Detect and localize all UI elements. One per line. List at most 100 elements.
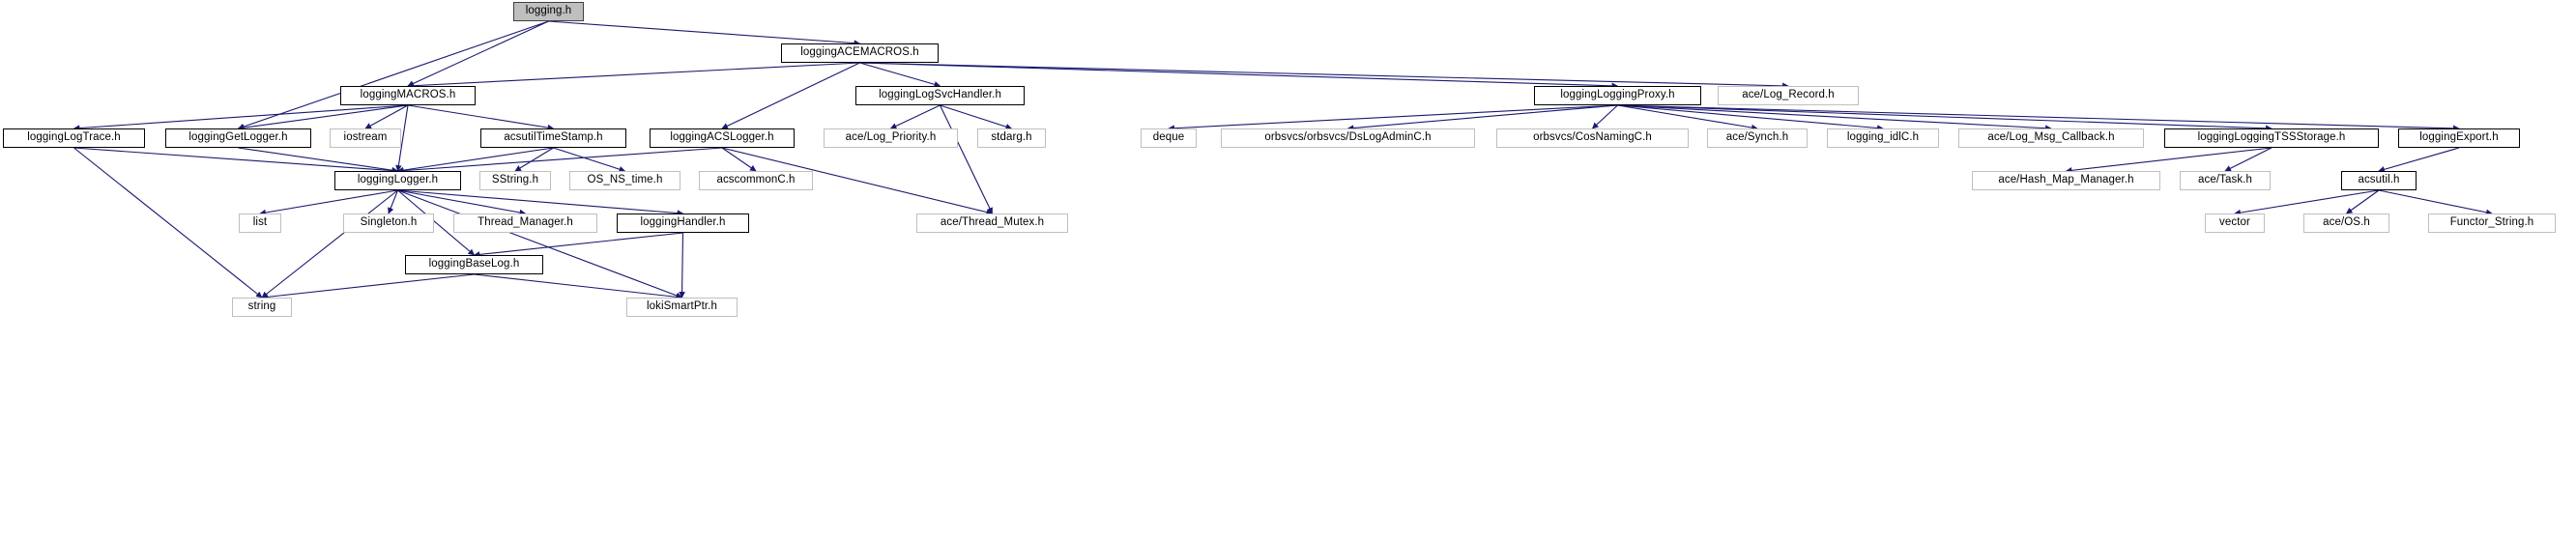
graph-node-cosnaming[interactable]: orbsvcs/CosNamingC.h [1496,128,1689,148]
graph-node-lokismartptr[interactable]: lokiSmartPtr.h [626,298,738,317]
graph-edge-loggingproxy-to-loggingexport [1617,104,2460,132]
graph-node-label: ace/Thread_Mutex.h [940,216,1045,229]
graph-node-label: loggingLogger.h [357,174,439,186]
graph-node-label: stdarg.h [991,131,1032,144]
graph-node-label: loggingExport.h [2419,131,2499,144]
graph-edge-timestamp-to-logger [396,147,554,174]
graph-node-acslogger[interactable]: loggingACSLogger.h [650,128,795,148]
graph-node-label: loggingLoggingTSSStorage.h [2197,131,2346,144]
graph-edge-acemacros-to-macros [407,62,860,89]
graph-edge-logger-to-threadmanager [397,189,527,216]
graph-node-label: acsutilTimeStamp.h [504,131,603,144]
graph-node-label: ace/Log_Record.h [1742,89,1835,101]
graph-node-label: deque [1152,131,1185,144]
graph-node-getlogger[interactable]: loggingGetLogger.h [165,128,311,148]
graph-node-label: orbsvcs/orbsvcs/DsLogAdminC.h [1264,131,1432,144]
graph-edge-acsutil-to-functorstring [2378,189,2493,216]
graph-node-acsutil[interactable]: acsutil.h [2341,171,2417,190]
graph-edge-getlogger-to-logger [238,147,399,174]
graph-node-tssstorage[interactable]: loggingLoggingTSSStorage.h [2164,128,2379,148]
graph-edge-loggingexport-to-acsutil [2378,147,2460,173]
graph-node-label: string [247,300,276,313]
graph-edge-logger-to-singleton [388,189,399,214]
graph-edge-loggingproxy-to-acesynch [1617,104,1758,131]
graph-node-timestamp[interactable]: acsutilTimeStamp.h [480,128,626,148]
graph-node-label: loggingLogTrace.h [27,131,121,144]
graph-node-logtrace[interactable]: loggingLogTrace.h [3,128,145,148]
graph-node-acelogpriority[interactable]: ace/Log_Priority.h [824,128,958,148]
graph-edge-handler-to-baselog [473,232,683,258]
graph-node-vector[interactable]: vector [2205,214,2265,233]
graph-node-deque[interactable]: deque [1141,128,1197,148]
graph-node-string[interactable]: string [232,298,292,317]
graph-node-logger[interactable]: loggingLogger.h [334,171,461,190]
graph-edge-logger-to-lokismartptr [397,189,683,299]
graph-node-label: ace/Task.h [2198,174,2252,186]
graph-node-sstring[interactable]: SString.h [479,171,551,190]
graph-node-label: Functor_String.h [2449,216,2534,229]
graph-node-label: loggingMACROS.h [360,89,456,101]
graph-node-handler[interactable]: loggingHandler.h [617,214,749,233]
graph-node-loggingidlc[interactable]: logging_idlC.h [1827,128,1939,148]
graph-node-baselog[interactable]: loggingBaseLog.h [405,255,543,274]
graph-node-dslogadmin[interactable]: orbsvcs/orbsvcs/DsLogAdminC.h [1221,128,1475,148]
graph-node-functorstring[interactable]: Functor_String.h [2428,214,2556,233]
graph-node-logging[interactable]: logging.h [513,2,584,21]
graph-edge-tssstorage-to-acehashmapmanager [2065,147,2272,174]
graph-node-label: lokiSmartPtr.h [647,300,717,313]
graph-node-acelogmsgcallback[interactable]: ace/Log_Msg_Callback.h [1958,128,2144,148]
graph-node-label: loggingACEMACROS.h [800,46,919,59]
graph-edge-macros-to-logtrace [72,104,409,131]
graph-edge-macros-to-timestamp [407,104,555,131]
graph-node-threadmanager[interactable]: Thread_Manager.h [453,214,597,233]
graph-node-label: ace/Log_Msg_Callback.h [1987,131,2115,144]
graph-node-acehashmapmanager[interactable]: ace/Hash_Map_Manager.h [1972,171,2160,190]
graph-node-loggingproxy[interactable]: loggingLoggingProxy.h [1534,86,1701,105]
graph-node-acemacros[interactable]: loggingACEMACROS.h [781,43,939,63]
graph-edge-logsvchandler-to-acethreadmutex [940,104,993,214]
graph-edge-logger-to-string [261,189,398,299]
graph-edge-macros-to-iostream [364,104,409,129]
graph-node-acesynch[interactable]: ace/Synch.h [1707,128,1808,148]
graph-node-label: vector [2219,216,2250,229]
graph-node-label: loggingHandler.h [640,216,726,229]
graph-node-label: acsutil.h [2358,174,2400,186]
graph-node-acelogrecord[interactable]: ace/Log_Record.h [1718,86,1859,105]
graph-edge-acslogger-to-acscommonc [721,147,757,172]
graph-node-acscommonc[interactable]: acscommonC.h [699,171,813,190]
graph-node-osnstime[interactable]: OS_NS_time.h [569,171,680,190]
graph-node-aceos[interactable]: ace/OS.h [2303,214,2389,233]
graph-edge-logger-to-list [259,189,398,216]
graph-edge-logsvchandler-to-acelogpriority [889,104,941,129]
graph-node-iostream[interactable]: iostream [330,128,401,148]
graph-node-logsvchandler[interactable]: loggingLogSvcHandler.h [855,86,1025,105]
graph-edge-loggingproxy-to-loggingidlc [1617,104,1884,131]
graph-node-loggingexport[interactable]: loggingExport.h [2398,128,2520,148]
graph-node-label: loggingACSLogger.h [670,131,774,144]
graph-edge-logger-to-handler [397,189,684,216]
graph-edge-tssstorage-to-acetask [2224,147,2272,172]
graph-edge-logging-to-getlogger [237,20,549,130]
graph-node-label: ace/Log_Priority.h [845,131,937,144]
graph-node-label: list [252,216,268,229]
graph-node-label: loggingGetLogger.h [188,131,288,144]
graph-node-acethreadmutex[interactable]: ace/Thread_Mutex.h [916,214,1068,233]
graph-node-label: Thread_Manager.h [478,216,573,229]
graph-node-label: ace/OS.h [2323,216,2370,229]
graph-node-label: iostream [343,131,388,144]
graph-node-acetask[interactable]: ace/Task.h [2180,171,2271,190]
graph-edge-acslogger-to-logger [396,147,723,174]
graph-edge-logtrace-to-string [73,147,263,299]
graph-node-singleton[interactable]: Singleton.h [343,214,434,233]
graph-edge-macros-to-getlogger [237,104,409,131]
graph-edge-loggingproxy-to-dslogadmin [1346,104,1618,131]
graph-edge-logtrace-to-logger [73,147,399,174]
graph-edge-acemacros-to-logsvchandler [859,62,941,88]
graph-node-macros[interactable]: loggingMACROS.h [340,86,476,105]
graph-node-label: ace/Hash_Map_Manager.h [1998,174,2134,186]
graph-edge-baselog-to-lokismartptr [474,273,683,300]
graph-node-list[interactable]: list [239,214,281,233]
graph-node-stdarg[interactable]: stdarg.h [977,128,1046,148]
graph-edge-timestamp-to-sstring [514,147,554,172]
